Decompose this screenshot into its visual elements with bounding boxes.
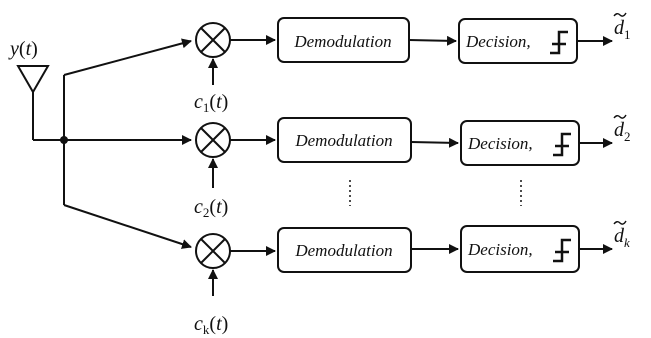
feed-line-3: [63, 204, 192, 249]
code-label-1: c1(t): [194, 91, 228, 115]
code-label-k: ck(t): [194, 313, 228, 337]
mixer-1-icon: [195, 22, 231, 58]
output-label-1: d1: [614, 17, 631, 42]
demodulation-label-k: Demodulation: [294, 241, 392, 260]
input-signal-arg: t: [26, 38, 32, 60]
branch-1: c1(t) Demodulation Decision, d1: [194, 12, 631, 115]
demodulation-label-1: Demodulation: [293, 32, 391, 51]
input-signal-name: y: [8, 38, 19, 60]
decision-step-icon-1: [550, 30, 568, 55]
decision-label-k: Decision,: [467, 240, 533, 259]
antenna: [16, 65, 50, 140]
decision-step-icon-2: [553, 132, 571, 157]
output-label-2: d2: [614, 119, 631, 144]
decision-label-1: Decision,: [465, 32, 531, 51]
continuation-dots: [349, 180, 522, 206]
input-signal-label: y(t): [8, 38, 38, 60]
splitter: [33, 38, 192, 249]
demodulation-label-2: Demodulation: [294, 131, 392, 150]
decision-label-2: Decision,: [467, 134, 533, 153]
branch-2: c2(t) Demodulation Decision, d2: [194, 114, 631, 220]
mixer-2-icon: [195, 122, 231, 158]
feed-line-1: [63, 38, 192, 76]
demodulation-box-2: [277, 117, 412, 163]
decision-step-icon-k: [553, 238, 571, 263]
branch-k: ck(t) Demodulation Decision, dk: [194, 220, 630, 337]
mixer-k-icon: [195, 233, 231, 269]
code-label-2: c2(t): [194, 196, 228, 220]
output-label-k: dk: [614, 225, 630, 250]
